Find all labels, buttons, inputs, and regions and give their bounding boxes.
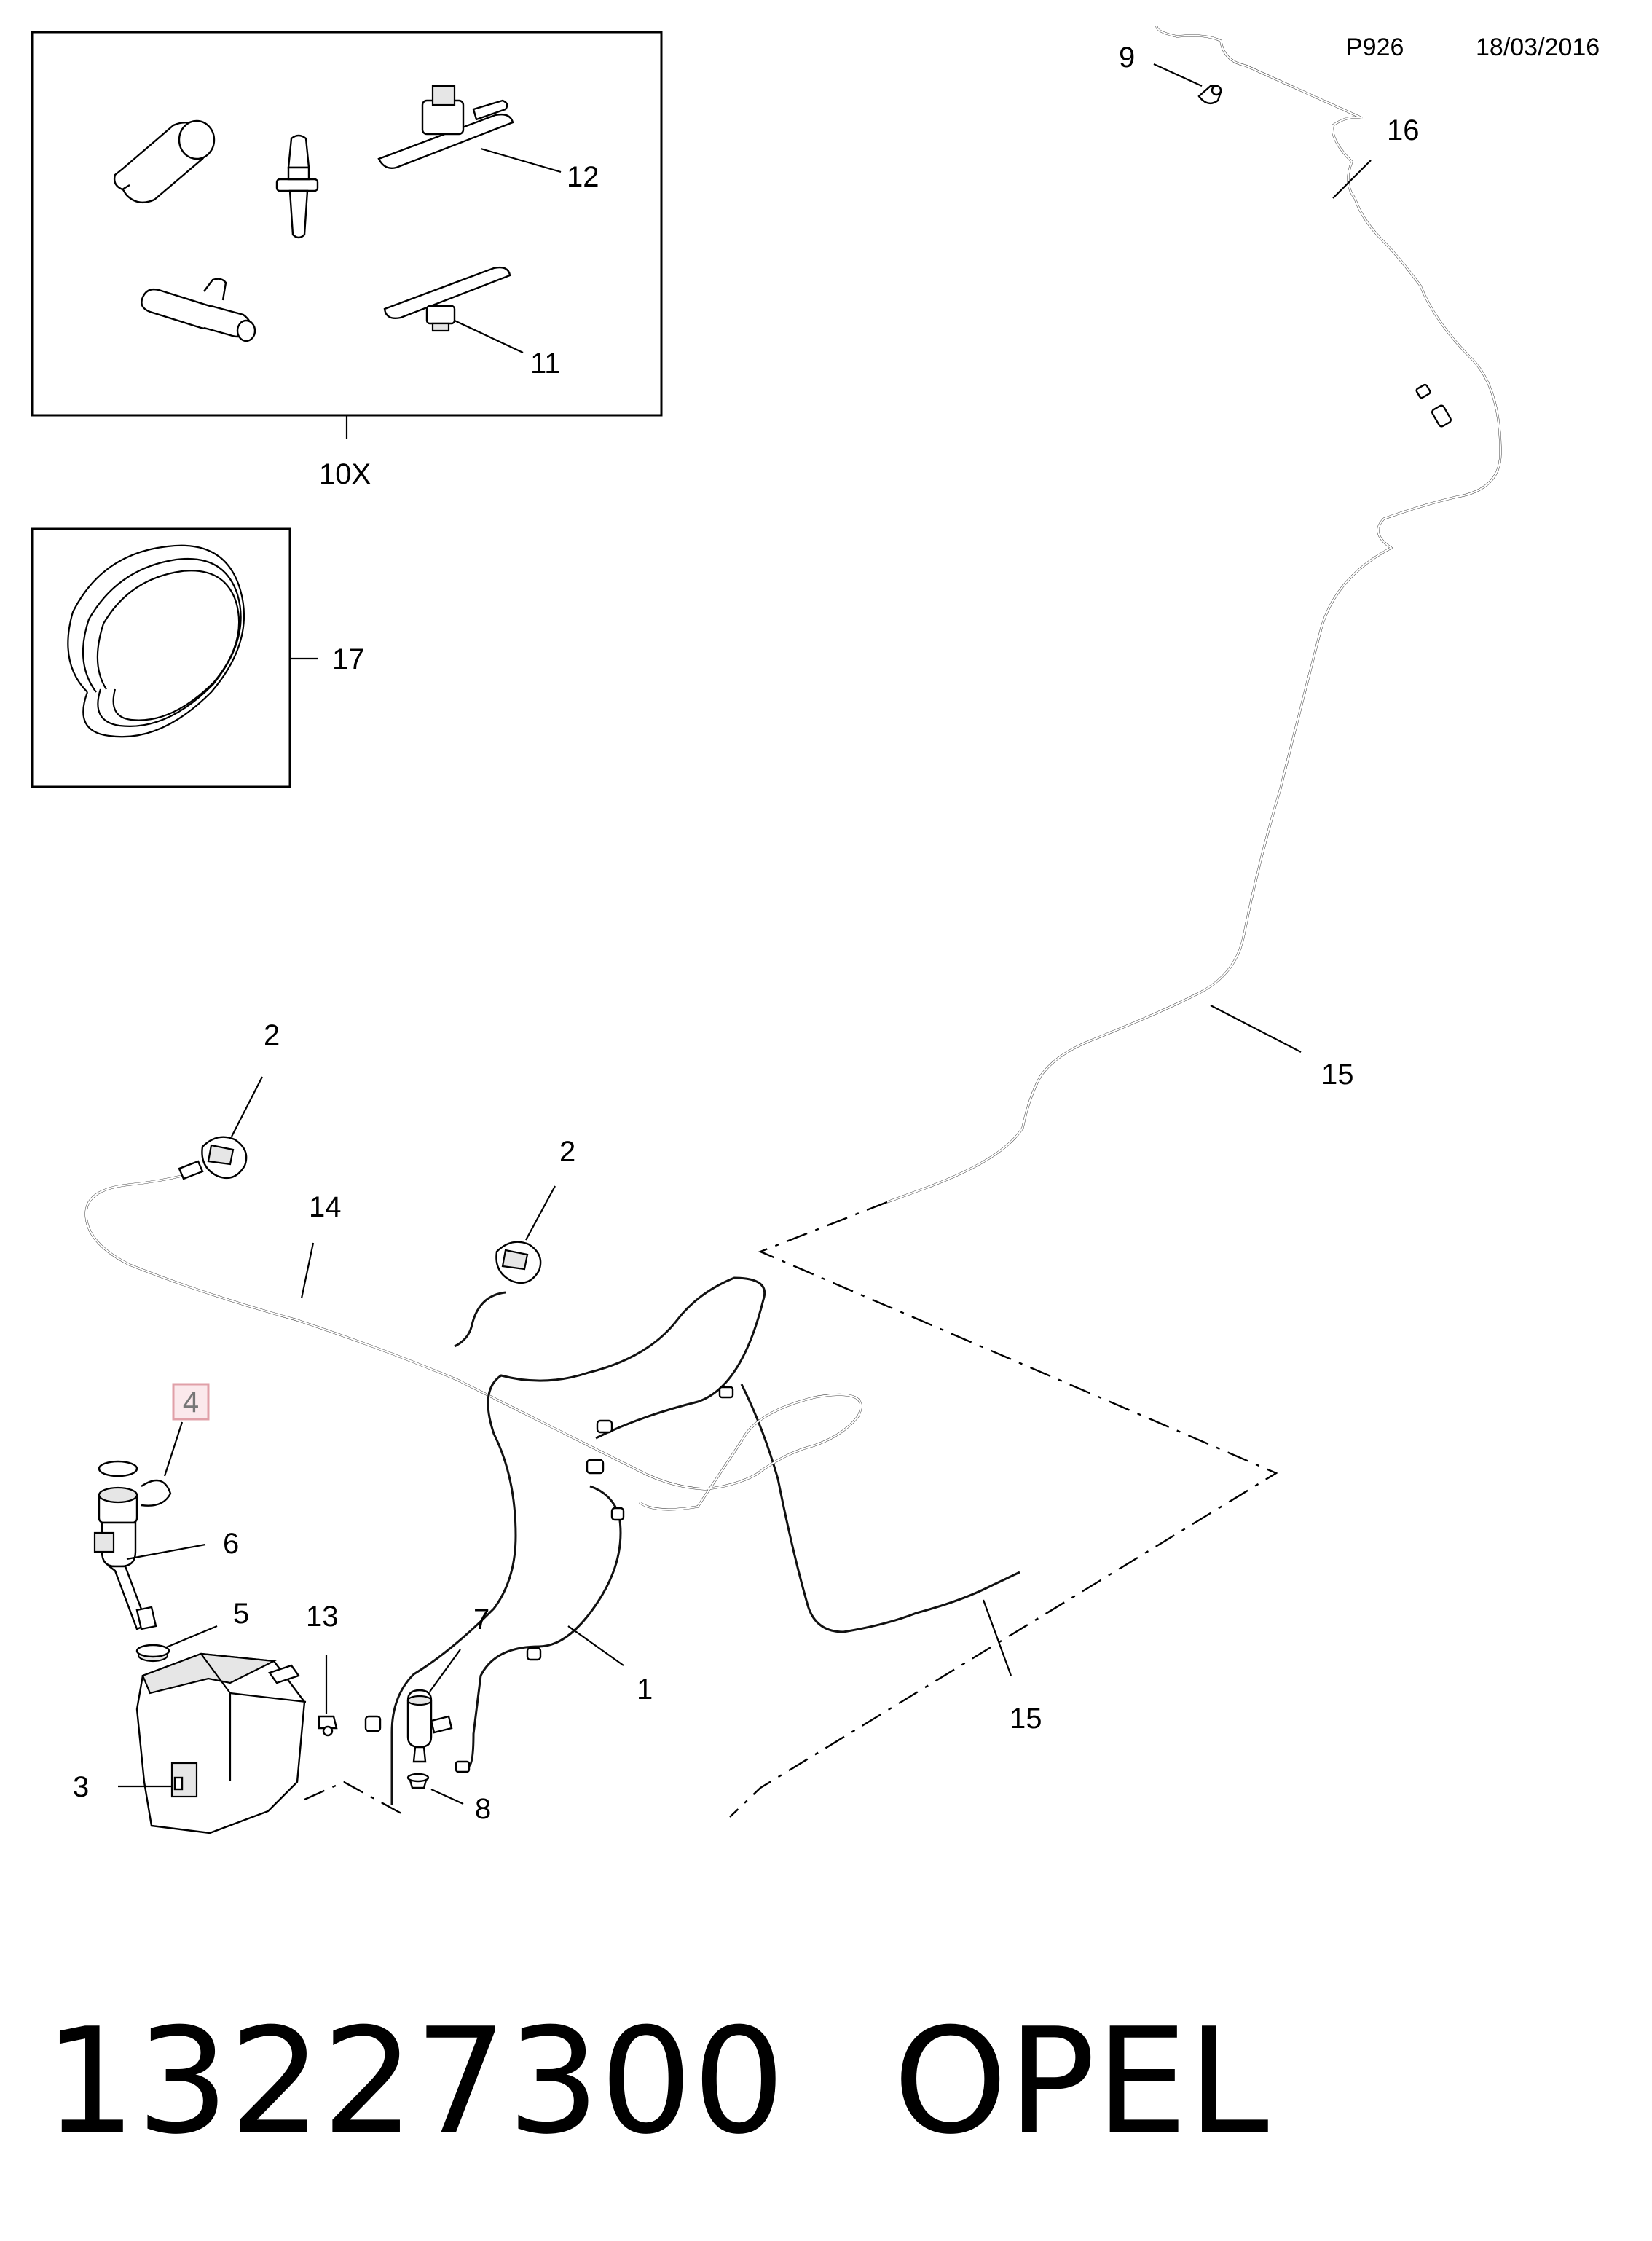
- tank-icon: [135, 1652, 307, 1834]
- pump-grommet-icon: [406, 1773, 430, 1789]
- callout-2-right: 2: [559, 1136, 575, 1168]
- callout-5: 5: [233, 1598, 249, 1630]
- kit-box-10x: [31, 31, 663, 417]
- rear-hose: [740, 25, 1502, 1633]
- page-code: P926: [1346, 34, 1404, 61]
- break-line: [729, 1201, 1278, 1818]
- callout-16: 16: [1387, 114, 1420, 146]
- nozzle-left-icon: [178, 1136, 248, 1180]
- clip-12-icon: [377, 85, 514, 169]
- callout-15-lower: 15: [1010, 1703, 1042, 1735]
- callout-10x: 10X: [319, 458, 371, 490]
- callout-17: 17: [332, 643, 365, 675]
- grommet-icon: [135, 1644, 170, 1663]
- reservoir-assembly: [93, 1460, 453, 1834]
- washer-pump-icon: [406, 1689, 453, 1763]
- callout-7: 7: [473, 1604, 489, 1636]
- hose-coil-icon: [67, 544, 245, 738]
- connector-straight-icon: [113, 119, 216, 204]
- joiner-icon: [275, 134, 319, 239]
- callout-2-left: 2: [264, 1019, 280, 1051]
- callout-12: 12: [567, 161, 599, 193]
- callout-1: 1: [637, 1673, 653, 1706]
- callout-11: 11: [530, 348, 561, 380]
- callout-13: 13: [306, 1601, 339, 1633]
- page-date: 18/03/2016: [1476, 34, 1600, 61]
- clip-11-icon: [383, 266, 511, 332]
- front-hose: [84, 1136, 862, 1805]
- hose-coil-box: [31, 527, 318, 788]
- callout-4: 4: [183, 1386, 199, 1418]
- level-sensor-icon: [318, 1715, 338, 1737]
- callout-9: 9: [1119, 42, 1135, 74]
- callout-15-upper: 15: [1321, 1059, 1354, 1091]
- callout-3: 3: [73, 1771, 89, 1803]
- nozzle-right-icon: [495, 1241, 542, 1284]
- hose-connectors: [364, 1386, 734, 1773]
- t-piece-icon: [141, 278, 256, 342]
- filler-neck-icon: [93, 1521, 157, 1630]
- cap-icon: [98, 1460, 172, 1524]
- part-number: 13227300: [44, 1997, 785, 2167]
- callout-6: 6: [223, 1528, 239, 1560]
- callout-14: 14: [309, 1191, 342, 1223]
- brand-name: OPEL: [893, 1997, 1269, 2167]
- callout-8: 8: [475, 1793, 491, 1825]
- highlight-box-4: [172, 1383, 210, 1421]
